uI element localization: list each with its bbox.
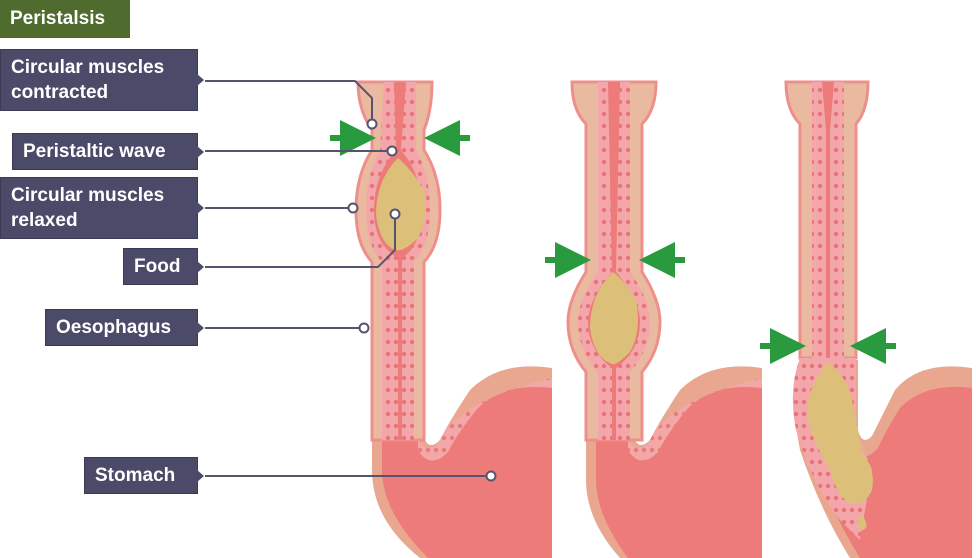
label-oesophagus: Oesophagus [45, 309, 204, 346]
food-bolus-2 [590, 272, 638, 365]
panel-1 [330, 80, 552, 558]
label-line: relaxed [11, 210, 78, 231]
panel-3 [760, 80, 972, 558]
leader-lines [205, 80, 491, 477]
food-bolus-1 [376, 158, 426, 251]
food-bolus-3 [807, 362, 873, 505]
panel-2 [545, 80, 762, 558]
label-stomach: Stomach [84, 457, 204, 494]
label-circular-muscles-relaxed: Circular muscles relaxed [0, 177, 204, 239]
label-line: Circular muscles [11, 185, 165, 206]
label-circular-muscles-contracted: Circular muscles contracted [0, 49, 204, 111]
label-line: Circular muscles [11, 57, 165, 78]
label-peristaltic-wave: Peristaltic wave [12, 133, 204, 170]
label-food: Food [123, 248, 204, 285]
label-line: contracted [11, 82, 109, 103]
leader-endpoints [347, 118, 497, 482]
diagram-title: Peristalsis [0, 0, 130, 38]
food-droplet [857, 514, 867, 530]
